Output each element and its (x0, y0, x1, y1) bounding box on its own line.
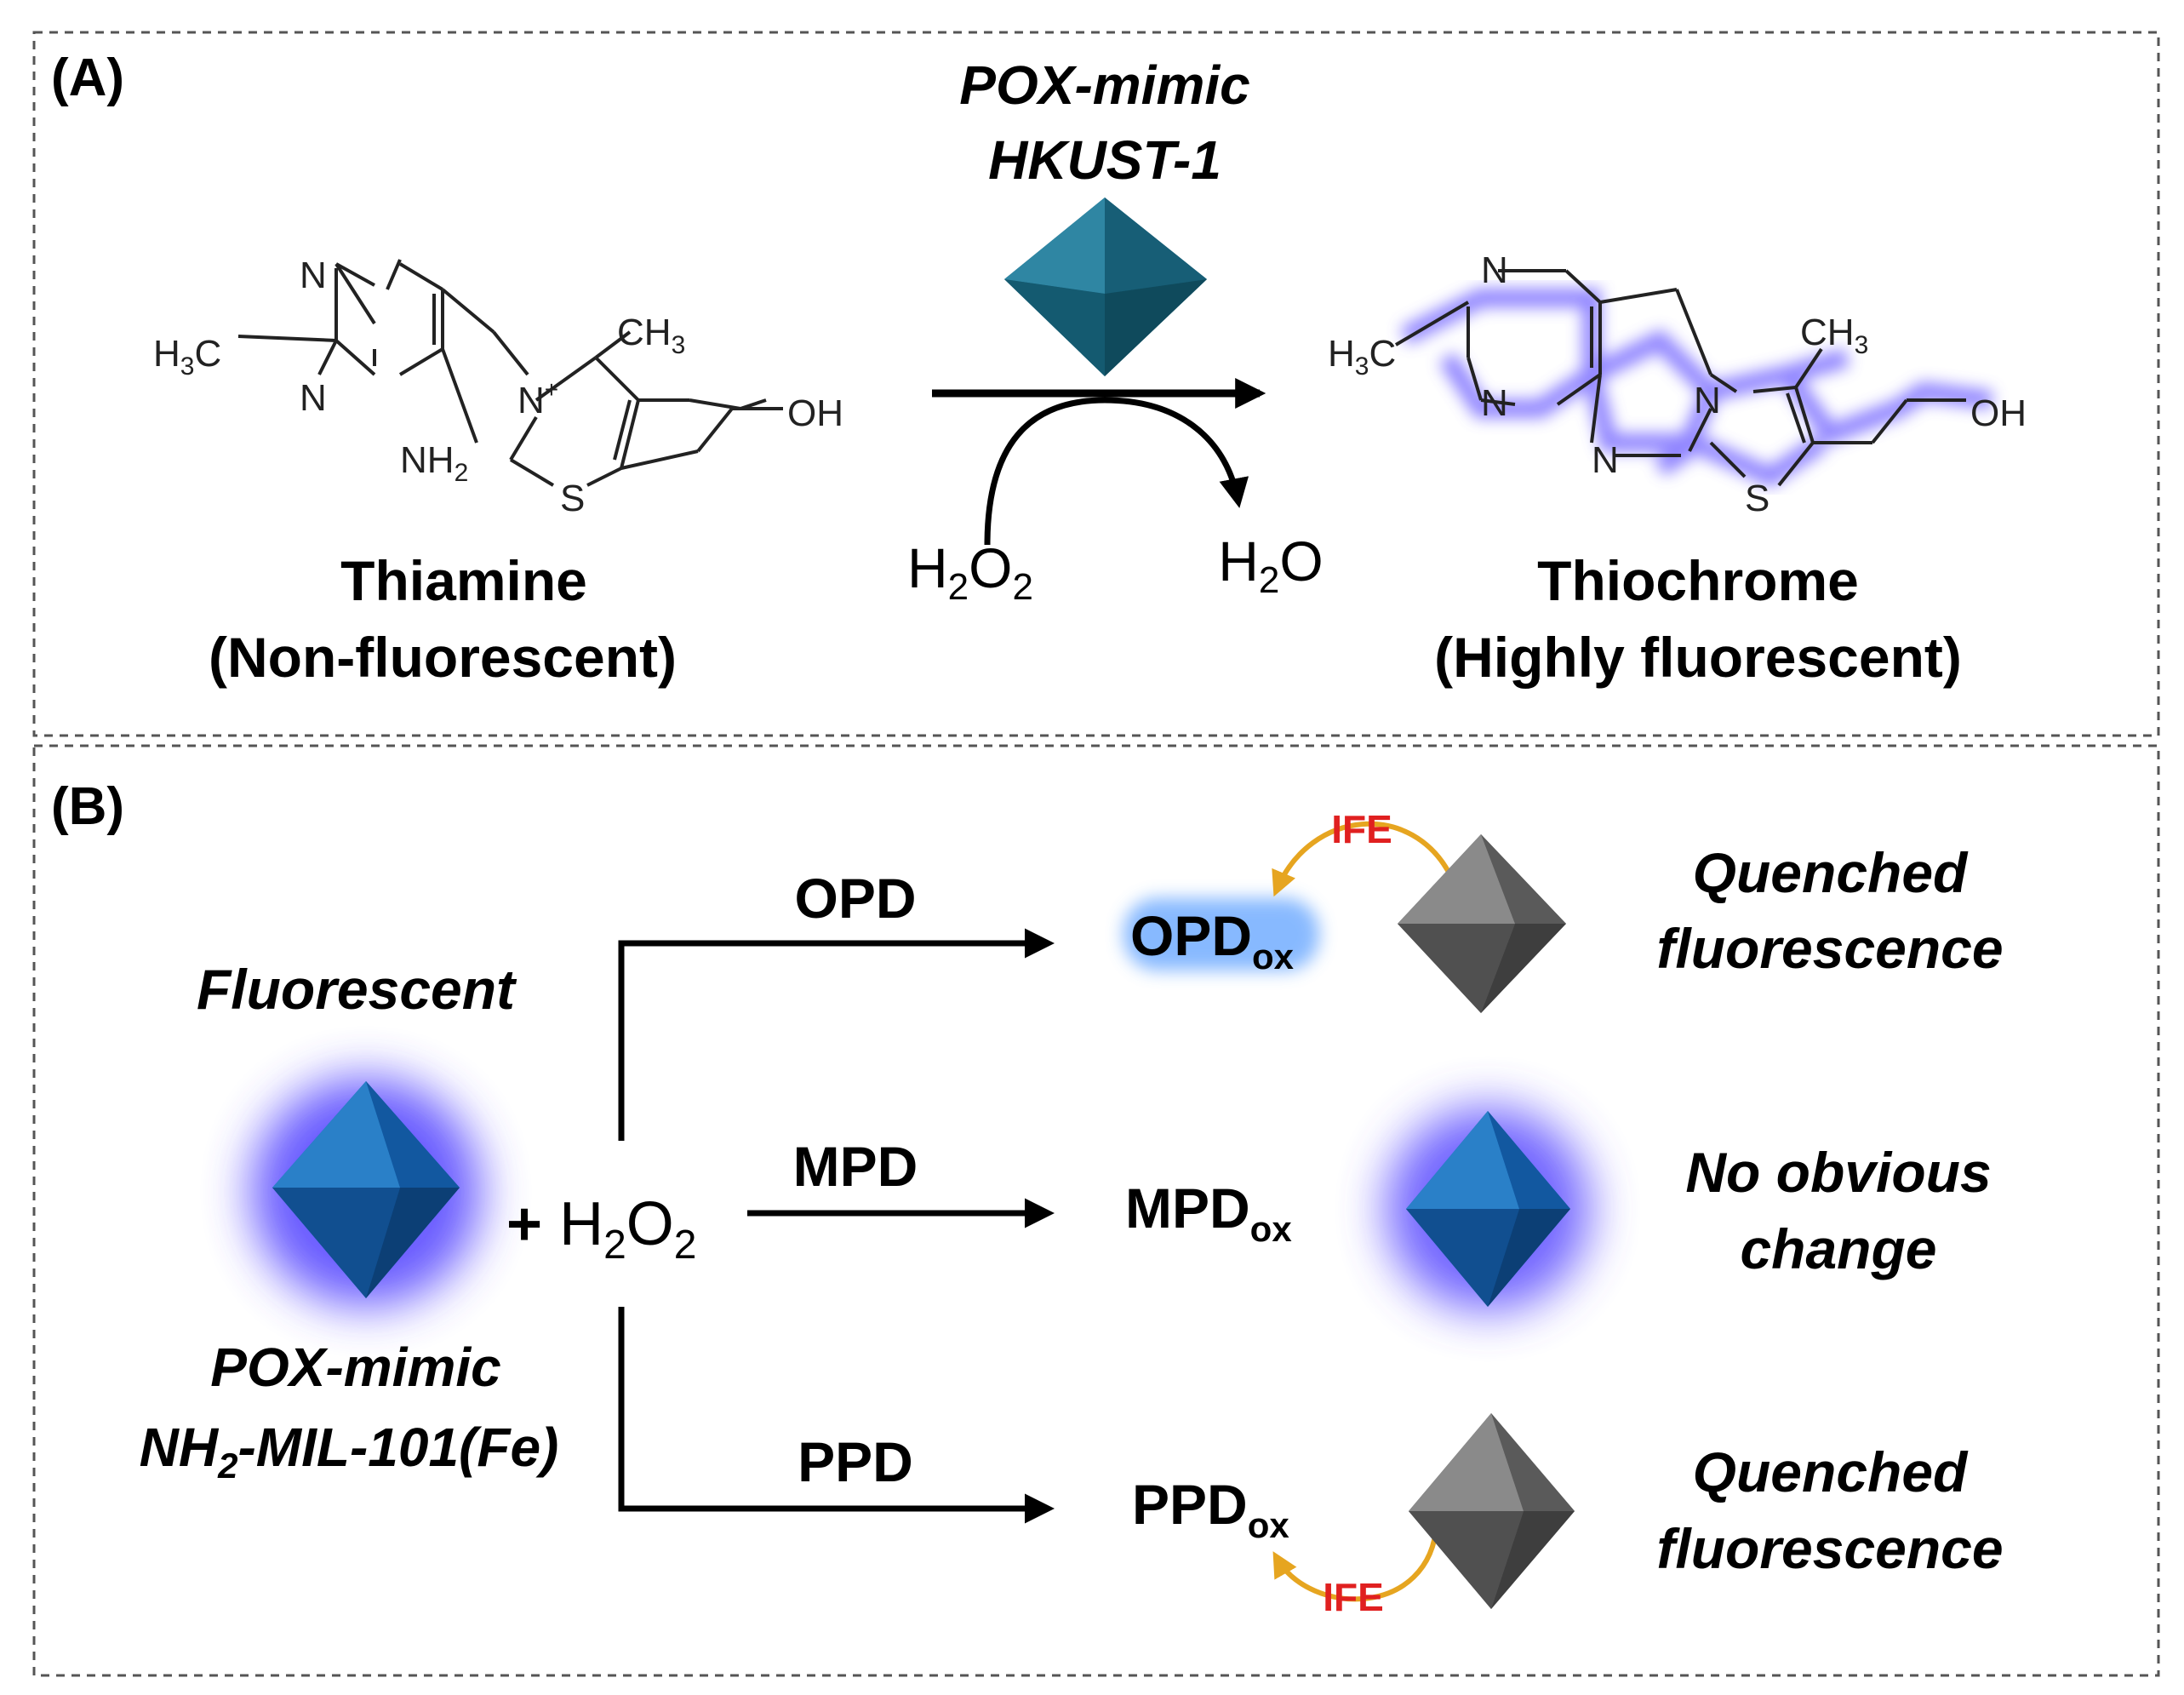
result-mpd-line2: change (1740, 1217, 1936, 1280)
svg-text:N: N (1481, 249, 1508, 291)
result-ppd-line2: fluorescence (1656, 1517, 2003, 1580)
result-opd-line1: Quenched (1693, 841, 1969, 904)
product-name: Thiochrome (1537, 549, 1859, 612)
svg-text:S: S (560, 478, 585, 519)
substrate-opd: OPD (794, 867, 916, 930)
catalyst-a-line2: HKUST-1 (988, 129, 1221, 191)
byproduct-h2o: H2O (1218, 530, 1324, 601)
fluorescent-label: Fluorescent (197, 958, 517, 1021)
branch-line-ppd (618, 1307, 1055, 1524)
svg-text:N: N (300, 377, 327, 419)
result-opd-line2: fluorescence (1656, 917, 2003, 980)
svg-text:CH3: CH3 (1800, 312, 1868, 359)
branch-lines (618, 928, 1055, 1524)
reactant-name: Thiamine (340, 549, 587, 612)
svg-text:OH: OH (787, 392, 843, 434)
reagent-h2o2: + H2O2 (506, 1190, 696, 1268)
svg-text:H3C: H3C (1328, 333, 1396, 381)
svg-text:H3C: H3C (153, 333, 221, 381)
svg-text:N: N (300, 255, 327, 296)
panel-b-label: (B) (51, 777, 124, 836)
product-opdox: OPDox (1130, 904, 1295, 976)
opd-ox-glow (1123, 898, 1319, 971)
ife-arrow-ppd (1272, 1523, 1439, 1602)
thiamine-structure: N N H3C NH2 N+ CH3 S OH (153, 255, 843, 519)
branch-line-opd (618, 928, 1055, 1141)
svg-text:N: N (1694, 380, 1721, 421)
svg-text:N+: N+ (517, 376, 558, 421)
gray-octahedron-opd (1398, 834, 1566, 1013)
svg-text:CH3: CH3 (617, 312, 685, 359)
reactant-note: (Non-fluorescent) (209, 626, 677, 689)
catalyst-a-line1: POX-mimic (959, 54, 1249, 116)
result-ppd-line1: Quenched (1693, 1440, 1969, 1503)
gray-octahedron-ppd (1409, 1413, 1575, 1609)
hkust-octahedron (1004, 198, 1207, 376)
oxidant-h2o2: H2O2 (907, 536, 1033, 608)
catalyst-b-line2: NH2-MIL-101(Fe) (140, 1417, 559, 1486)
ife-arrow-opd (1272, 821, 1454, 897)
curved-arrow-h2o2 (984, 397, 1249, 546)
panel-a-border (32, 31, 2160, 737)
ife-label-opd: IFE (1331, 807, 1392, 851)
panel-a-label: (A) (51, 49, 124, 107)
svg-text:S: S (1745, 478, 1769, 519)
thiochrome-structure: N N N N H3C CH3 S OH (1328, 249, 2027, 519)
ife-label-ppd: IFE (1323, 1575, 1384, 1619)
svg-text:N: N (1592, 439, 1619, 481)
svg-text:N: N (1481, 382, 1508, 424)
product-note: (Highly fluorescent) (1434, 626, 1962, 689)
product-mpdox: MPDox (1125, 1177, 1292, 1249)
panel-a: (A) POX-mimic HKUST-1 H2O2 H2O (32, 31, 2160, 737)
product-ppdox: PPDox (1132, 1473, 1289, 1545)
substrate-mpd: MPD (793, 1135, 918, 1198)
blue-octahedron-mpd (1386, 1107, 1590, 1311)
svg-text:NH2: NH2 (400, 439, 468, 487)
result-mpd-line1: No obvious (1685, 1141, 1991, 1204)
panel-b: (B) Fluorescent POX-mimic NH2-MIL-101(Fe… (32, 744, 2160, 1677)
catalyst-b-line1: POX-mimic (210, 1337, 500, 1398)
svg-text:OH: OH (1970, 392, 2027, 434)
panel-b-border (32, 744, 2160, 1677)
mil101-octahedron (251, 1077, 481, 1307)
substrate-ppd: PPD (798, 1430, 913, 1493)
